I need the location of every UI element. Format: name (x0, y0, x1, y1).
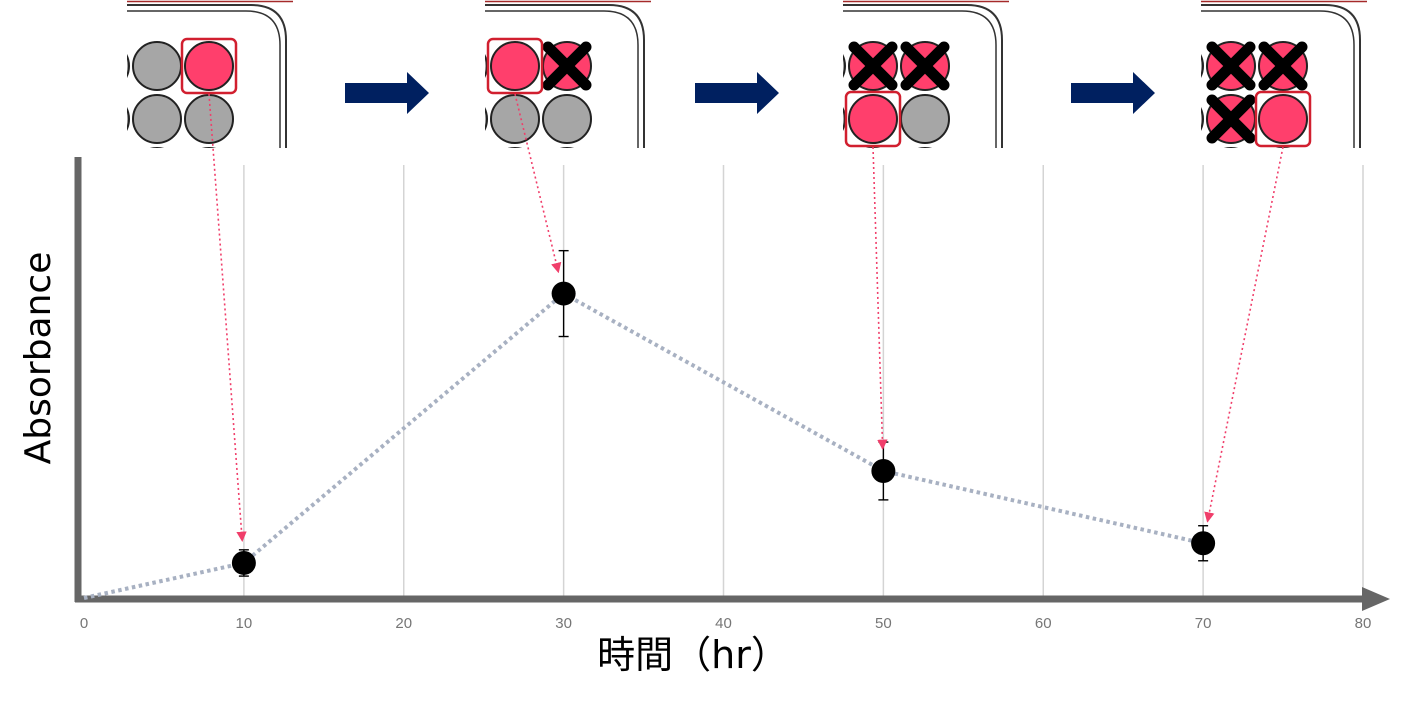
x-tick-label: 60 (1035, 615, 1052, 632)
plate-frame-inner (485, 10, 639, 148)
x-mark (848, 41, 898, 91)
x-mark (1206, 41, 1256, 91)
data-points (231, 281, 1216, 575)
data-point (551, 281, 576, 306)
data-point (1191, 531, 1216, 556)
plate-frame (1201, 4, 1361, 148)
x-tick-labels: 0 10 20 30 40 50 60 70 80 (80, 615, 1372, 632)
well-partial (202, 147, 216, 148)
highlight-box (486, 37, 544, 95)
x-tick-label: 80 (1355, 615, 1372, 632)
well-active (490, 41, 540, 91)
x-mark (542, 41, 592, 91)
well-partial (866, 147, 880, 148)
plate-body (1201, 0, 1367, 148)
well-inactive (132, 41, 182, 91)
plate-frame (485, 4, 645, 148)
well-plate-icon (127, 0, 293, 148)
plate-body (843, 0, 1009, 148)
well-partial (1224, 147, 1238, 148)
pointer-arrow (514, 93, 562, 274)
highlight-box (1254, 90, 1312, 148)
x-tick-label: 20 (395, 615, 412, 632)
well-inactive (184, 94, 234, 144)
x-mark (900, 41, 950, 91)
well-active (848, 94, 898, 144)
plate-panels (127, 0, 1367, 148)
plate-body (127, 0, 293, 148)
data-point (871, 458, 896, 483)
plate-frame (127, 4, 287, 148)
well-partial (150, 147, 164, 148)
well-partial (918, 147, 932, 148)
pointer-arrows (208, 93, 1284, 543)
well-partial (1201, 54, 1204, 78)
series-line (83, 291, 1204, 600)
plate-frame-inner (127, 10, 281, 148)
well-partial (843, 54, 846, 78)
well-active (184, 41, 234, 91)
well-partial (485, 107, 488, 131)
well-inactive (542, 94, 592, 144)
well-plate-icon (1201, 0, 1367, 148)
well-partial (843, 107, 846, 131)
well-plate-icon (843, 0, 1009, 148)
well-partial (560, 147, 574, 148)
x-mark (1258, 41, 1308, 91)
pointer-arrow (1204, 146, 1284, 523)
well-plate-icon (485, 0, 651, 148)
x-axis-arrowhead (1362, 587, 1390, 611)
step-arrows (345, 72, 1155, 114)
well-partial (127, 54, 130, 78)
well-inactive (132, 94, 182, 144)
pointer-arrow (872, 146, 888, 451)
x-mark (1206, 94, 1256, 144)
x-axis-title: 時間（hr） (597, 633, 789, 677)
vertical-gridlines (243, 165, 1364, 598)
absorbance-chart: 0 10 20 30 40 50 60 70 80 時間（hr） Absorbance (18, 93, 1390, 677)
data-point (231, 550, 256, 575)
x-tick-label: 10 (236, 615, 253, 632)
plate-frame (843, 4, 1003, 148)
highlight-box (180, 37, 238, 95)
axes (74, 157, 1390, 611)
pointer-arrow (208, 93, 247, 543)
well-partial (485, 54, 488, 78)
plate-frame-inner (1201, 10, 1355, 148)
well-partial (508, 147, 522, 148)
well-inactive (900, 94, 950, 144)
right-arrow-icon (345, 72, 429, 114)
well-inactive (490, 94, 540, 144)
right-arrow-icon (695, 72, 779, 114)
well-partial (127, 107, 130, 131)
x-tick-label: 30 (555, 615, 572, 632)
x-tick-label: 70 (1195, 615, 1212, 632)
highlight-box (844, 90, 902, 148)
well-partial (1201, 107, 1204, 131)
plate-frame-inner (843, 10, 997, 148)
well-partial (1276, 147, 1290, 148)
plate-body (485, 0, 651, 148)
y-axis-title: Absorbance (18, 252, 59, 465)
right-arrow-icon (1071, 72, 1155, 114)
well-active (1258, 94, 1308, 144)
x-tick-label: 50 (875, 615, 892, 632)
x-tick-label: 40 (715, 615, 732, 632)
x-tick-label: 0 (80, 615, 88, 632)
